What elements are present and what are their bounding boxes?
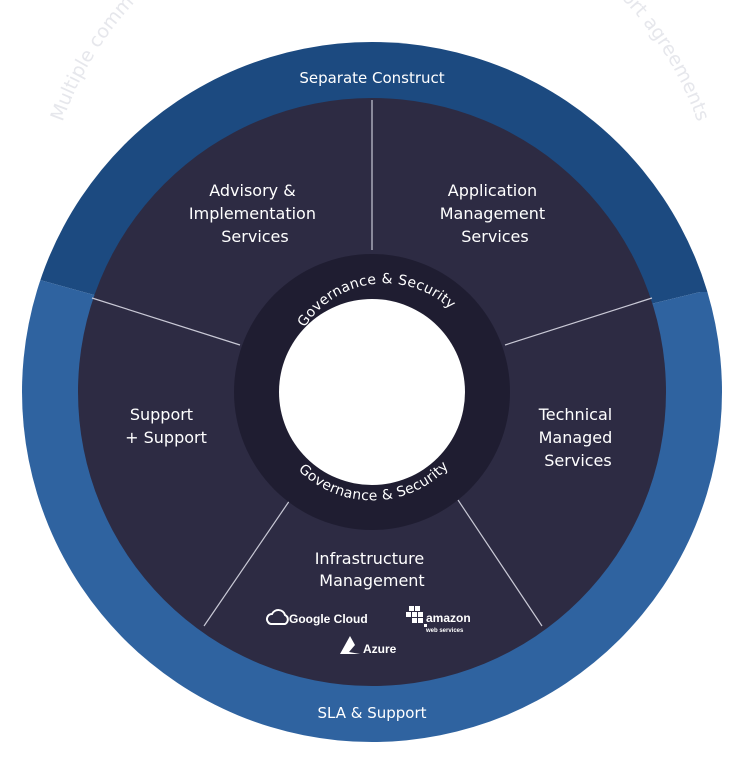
aws-logo: amazon web services bbox=[406, 606, 471, 634]
cloud-icon bbox=[266, 609, 289, 625]
divider-lower-right bbox=[457, 499, 543, 627]
segment-infrastructure-label: Infrastructure Management bbox=[315, 549, 430, 590]
segment-advisory-label: Advisory & Implementation Services bbox=[189, 181, 321, 246]
google-cloud-logo: Google Cloud bbox=[266, 609, 368, 626]
segment-application-label: Application Management Services bbox=[440, 181, 551, 246]
google-cloud-text: Google Cloud bbox=[289, 612, 368, 626]
aws-main-text: amazon bbox=[426, 611, 471, 625]
segment-dividers bbox=[91, 100, 653, 627]
divider-upper-left bbox=[91, 297, 241, 346]
azure-icon bbox=[340, 636, 360, 654]
segment-support-label: Support + Support bbox=[125, 405, 207, 447]
sla-support-label: SLA & Support bbox=[317, 704, 426, 722]
segment-technical-label: Technical Managed Services bbox=[538, 405, 618, 470]
separate-construct-label: Separate Construct bbox=[299, 69, 444, 87]
divider-lower-left bbox=[203, 499, 291, 627]
azure-text: Azure bbox=[363, 642, 397, 656]
divider-upper-right bbox=[504, 297, 653, 346]
azure-logo: Azure bbox=[340, 636, 397, 656]
aws-sub-text: web services bbox=[425, 628, 464, 634]
aws-cubes-icon bbox=[406, 606, 427, 627]
center-hole bbox=[279, 299, 465, 485]
